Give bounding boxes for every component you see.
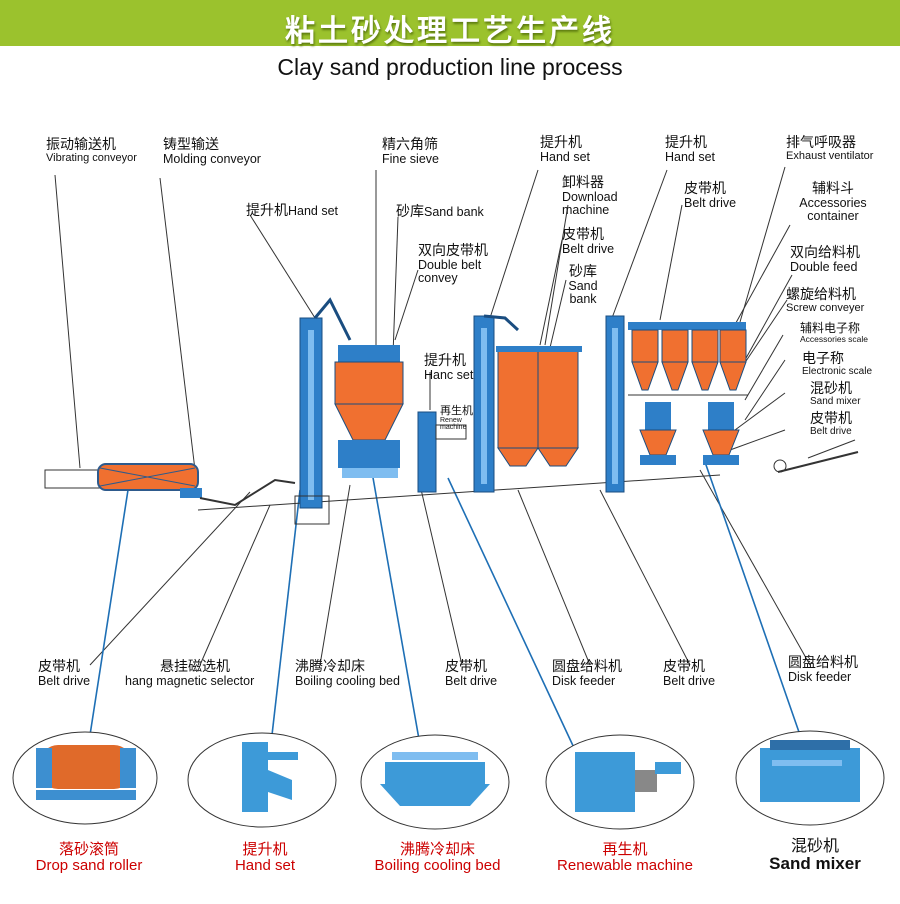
floor-line [197, 474, 721, 511]
elevator-2 [417, 411, 467, 493]
label-hand-set-1: 提升机Hand set [246, 203, 339, 219]
elevator-4 [605, 315, 625, 493]
elevator-3 [473, 314, 520, 493]
photo-renewable-machine [575, 752, 681, 812]
label-sand-bank-1: 砂库Sand bank [396, 204, 484, 220]
title-banner: 粘土砂处理工艺生产线 [0, 0, 900, 49]
molding-conveyor-belt [199, 478, 296, 507]
blue-photo-leaders [89, 461, 801, 751]
photo-sand-mixer [760, 740, 860, 802]
elevator-1 [294, 297, 352, 525]
fine-sieve-hopper [334, 345, 404, 478]
output-conveyor [773, 439, 859, 473]
photo-drop-sand-roller [36, 745, 136, 800]
sand-bank-silos [496, 346, 582, 467]
page-subtitle: Clay sand production line process [277, 54, 623, 80]
photo-hand-set [242, 742, 298, 812]
photo-boiling-cooling-bed [380, 752, 490, 806]
leader-lines [54, 166, 811, 666]
vibrating-conveyor-machine [44, 463, 202, 498]
mixing-station [628, 322, 748, 465]
page-title: 粘土砂处理工艺生产线 [285, 14, 615, 49]
